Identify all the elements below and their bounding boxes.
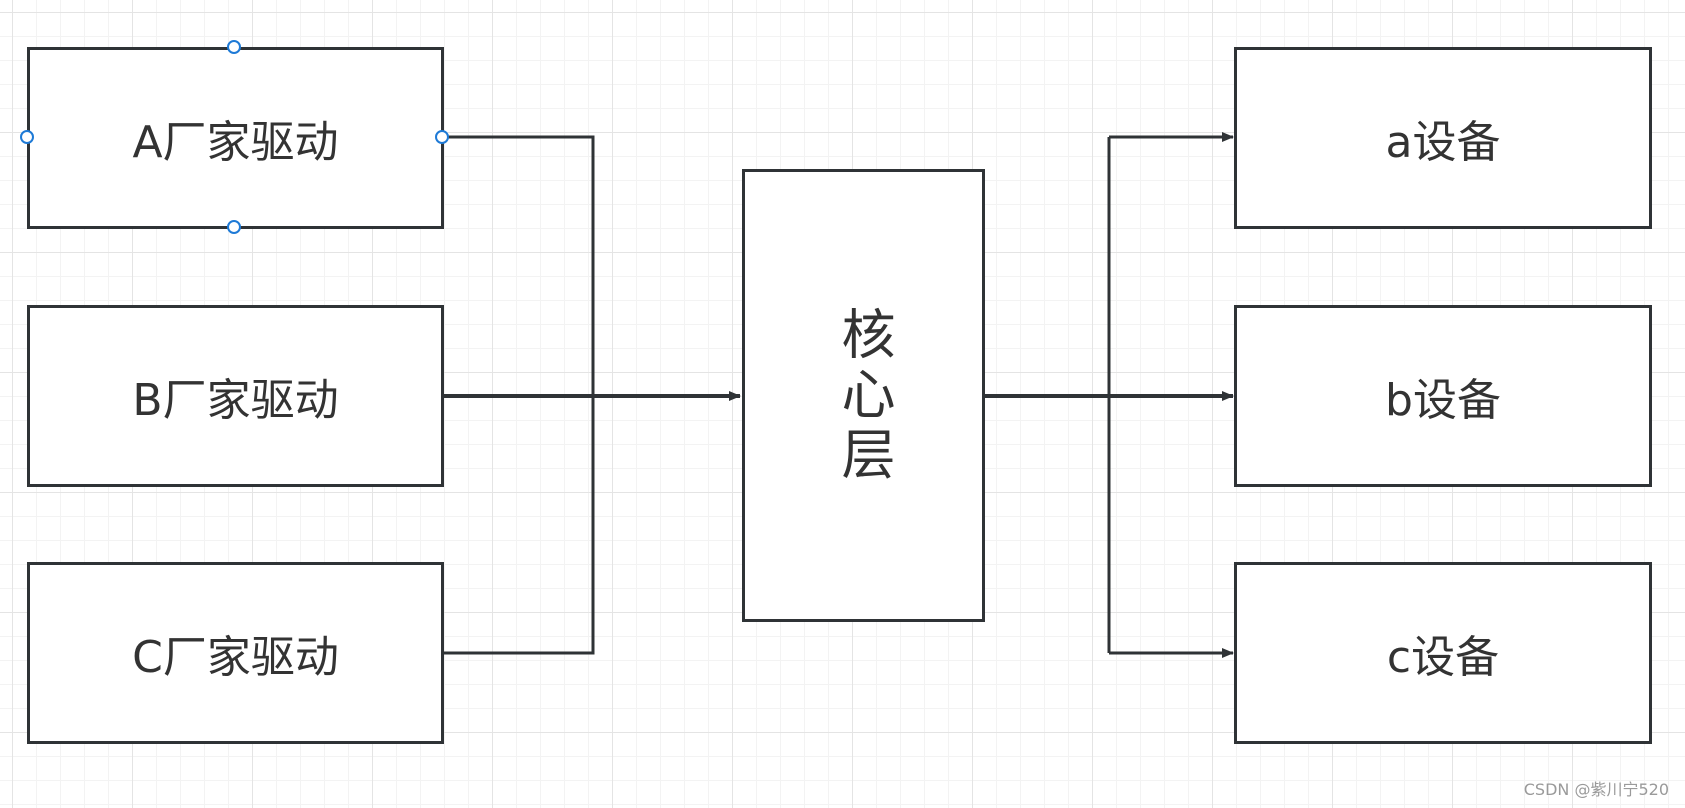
selection-handle-top[interactable] [227, 40, 241, 54]
device-label-b: b设备 [1385, 375, 1501, 426]
core-layer-box[interactable]: 核心层 [742, 169, 985, 622]
device-box-a[interactable]: a设备 [1234, 47, 1652, 229]
selection-handle-bottom[interactable] [227, 220, 241, 234]
driver-box-b[interactable]: B厂家驱动 [27, 305, 444, 487]
device-label-a: a设备 [1385, 117, 1501, 168]
watermark: CSDN @紫川宁520 [1523, 780, 1669, 799]
selection-handle-left[interactable] [20, 130, 34, 144]
driver-label-c: C厂家驱动 [132, 632, 339, 683]
connector-a-driver[interactable] [443, 135, 595, 396]
selection-handle-right[interactable] [435, 130, 449, 144]
driver-box-a[interactable]: A厂家驱动 [27, 47, 444, 229]
driver-label-a: A厂家驱动 [132, 117, 339, 168]
driver-box-c[interactable]: C厂家驱动 [27, 562, 444, 744]
device-box-c[interactable]: c设备 [1234, 562, 1652, 744]
device-label-c: c设备 [1386, 632, 1500, 683]
connector-c-driver[interactable] [443, 396, 595, 655]
core-layer-label: 核心层 [832, 305, 895, 486]
device-box-b[interactable]: b设备 [1234, 305, 1652, 487]
driver-label-b: B厂家驱动 [132, 375, 339, 426]
